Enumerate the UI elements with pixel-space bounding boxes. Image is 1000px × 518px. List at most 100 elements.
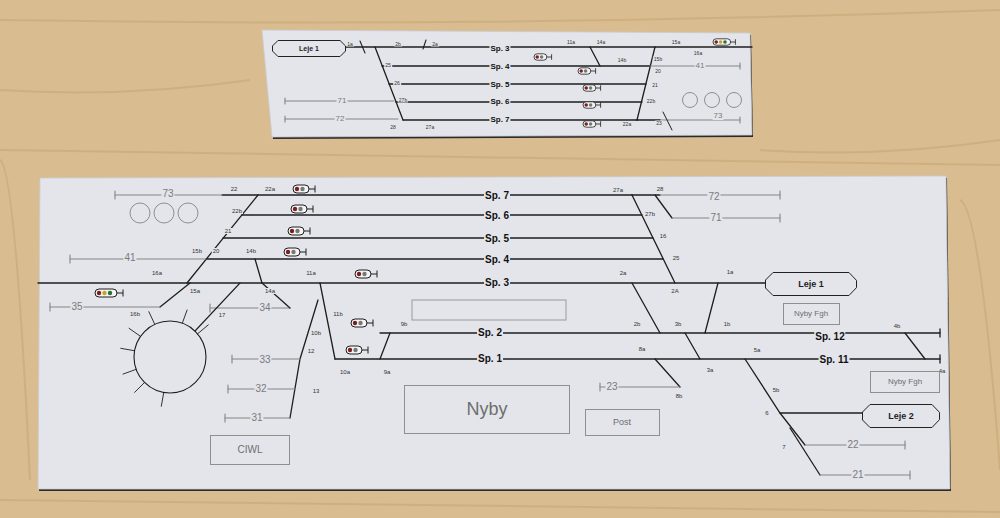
siding-number: 73: [161, 189, 174, 199]
signal-post: [304, 231, 310, 232]
switch-number: 22: [230, 186, 239, 192]
siding-number: 32: [254, 384, 267, 394]
switch-number: 22b: [231, 208, 243, 214]
signal-lamp: [295, 229, 299, 233]
empty-box: [412, 300, 566, 320]
yard-box: Post: [585, 409, 660, 436]
switch-number: 21: [651, 83, 659, 88]
signal-post: [307, 209, 313, 210]
switch-number: 9b: [400, 321, 409, 327]
box-border: [211, 436, 290, 465]
siding-line: [660, 120, 740, 121]
track-line: [590, 47, 600, 66]
signal-post: [309, 189, 315, 190]
switch-number: 25: [672, 255, 681, 261]
track-line: [655, 195, 672, 218]
track-line: [403, 119, 637, 120]
signal-post: [600, 85, 601, 91]
signal-lamp: [584, 86, 588, 90]
track-line: [242, 214, 642, 215]
buffer-stop: [739, 117, 740, 123]
signal-post: [362, 350, 368, 351]
signal-symbol: [534, 54, 552, 60]
signal-post: [368, 347, 369, 354]
signal-symbol: [288, 227, 310, 235]
indicator-circle: [154, 203, 174, 223]
track-name: Sp. 5: [484, 234, 510, 244]
panel: [38, 176, 950, 489]
siding-number: 73: [713, 112, 724, 120]
track-line: [396, 101, 642, 102]
buffer-stop: [779, 191, 780, 199]
signal-lamp: [362, 272, 366, 276]
switch-number: 23: [655, 121, 663, 126]
siding-number: 31: [250, 413, 263, 423]
track-line: [745, 359, 862, 413]
turntable-spoke: [182, 310, 187, 323]
turntable-spoke: [121, 348, 135, 350]
track-line: [223, 237, 653, 238]
signal-post: [313, 206, 314, 213]
switch-number: 1a: [726, 269, 735, 275]
signal-post: [300, 252, 306, 253]
signal-symbol: [583, 102, 601, 108]
box-border: [273, 40, 346, 56]
signal-symbol: [293, 185, 315, 193]
track-line: [685, 333, 700, 359]
switch-number: 2b: [633, 321, 642, 327]
siding-number: 34: [258, 303, 271, 313]
siding-line: [820, 475, 910, 476]
switch-number: 27a: [612, 187, 624, 193]
wood-grain: [0, 500, 1000, 512]
track-line: [160, 283, 190, 307]
buffer-stop: [739, 63, 740, 69]
track-line: [320, 283, 335, 359]
signal-post: [315, 186, 316, 193]
signal-post: [596, 124, 601, 125]
buffer-stop: [909, 471, 910, 479]
switch-number: 27b: [644, 211, 656, 217]
wood-grain: [0, 10, 1000, 22]
switch-number: 16a: [151, 270, 163, 276]
siding-number: 22: [846, 440, 859, 450]
box-label: CIWL: [238, 445, 263, 455]
signal-symbol: [351, 319, 373, 327]
siding-number: 71: [709, 213, 722, 223]
track-name: Sp. 12: [814, 332, 845, 342]
wood-grain: [760, 140, 1000, 152]
track-name: Sp. 5: [489, 81, 510, 89]
signal-lamp: [298, 207, 302, 211]
box-label: Nyby Fgh: [794, 310, 828, 318]
switch-number: 5a: [753, 347, 762, 353]
box-label: Post: [613, 418, 631, 427]
indicator-circle: [130, 203, 150, 223]
buffer-stop: [227, 385, 228, 393]
switch-number: 5b: [772, 387, 781, 393]
track-name: Sp. 7: [484, 191, 510, 201]
wood-grain: [0, 80, 250, 92]
track-name: Sp. 3: [484, 278, 510, 288]
signal-symbol: [578, 68, 596, 74]
box-border: [766, 273, 857, 296]
track-line: [655, 359, 680, 387]
signal-post: [373, 320, 374, 327]
buffer-stop: [284, 116, 285, 122]
signal-head: [583, 85, 596, 91]
turntable-spoke: [161, 392, 163, 406]
siding-end-box: Leje 1: [765, 272, 857, 296]
signal-lamp: [579, 69, 583, 73]
wood-grain: [0, 160, 30, 480]
panel: [262, 30, 752, 137]
signal-head: [351, 319, 367, 327]
signal-post: [310, 228, 311, 235]
switch-number: 22b: [646, 99, 656, 104]
switch-number: 21: [224, 228, 233, 234]
track-line: [632, 283, 660, 333]
box-border: [585, 409, 659, 435]
signal-lamp: [719, 40, 723, 44]
signal-lamp: [102, 291, 106, 295]
box-label: Leje 1: [299, 45, 319, 52]
signal-post: [551, 54, 552, 60]
signal-lamp: [353, 348, 357, 352]
